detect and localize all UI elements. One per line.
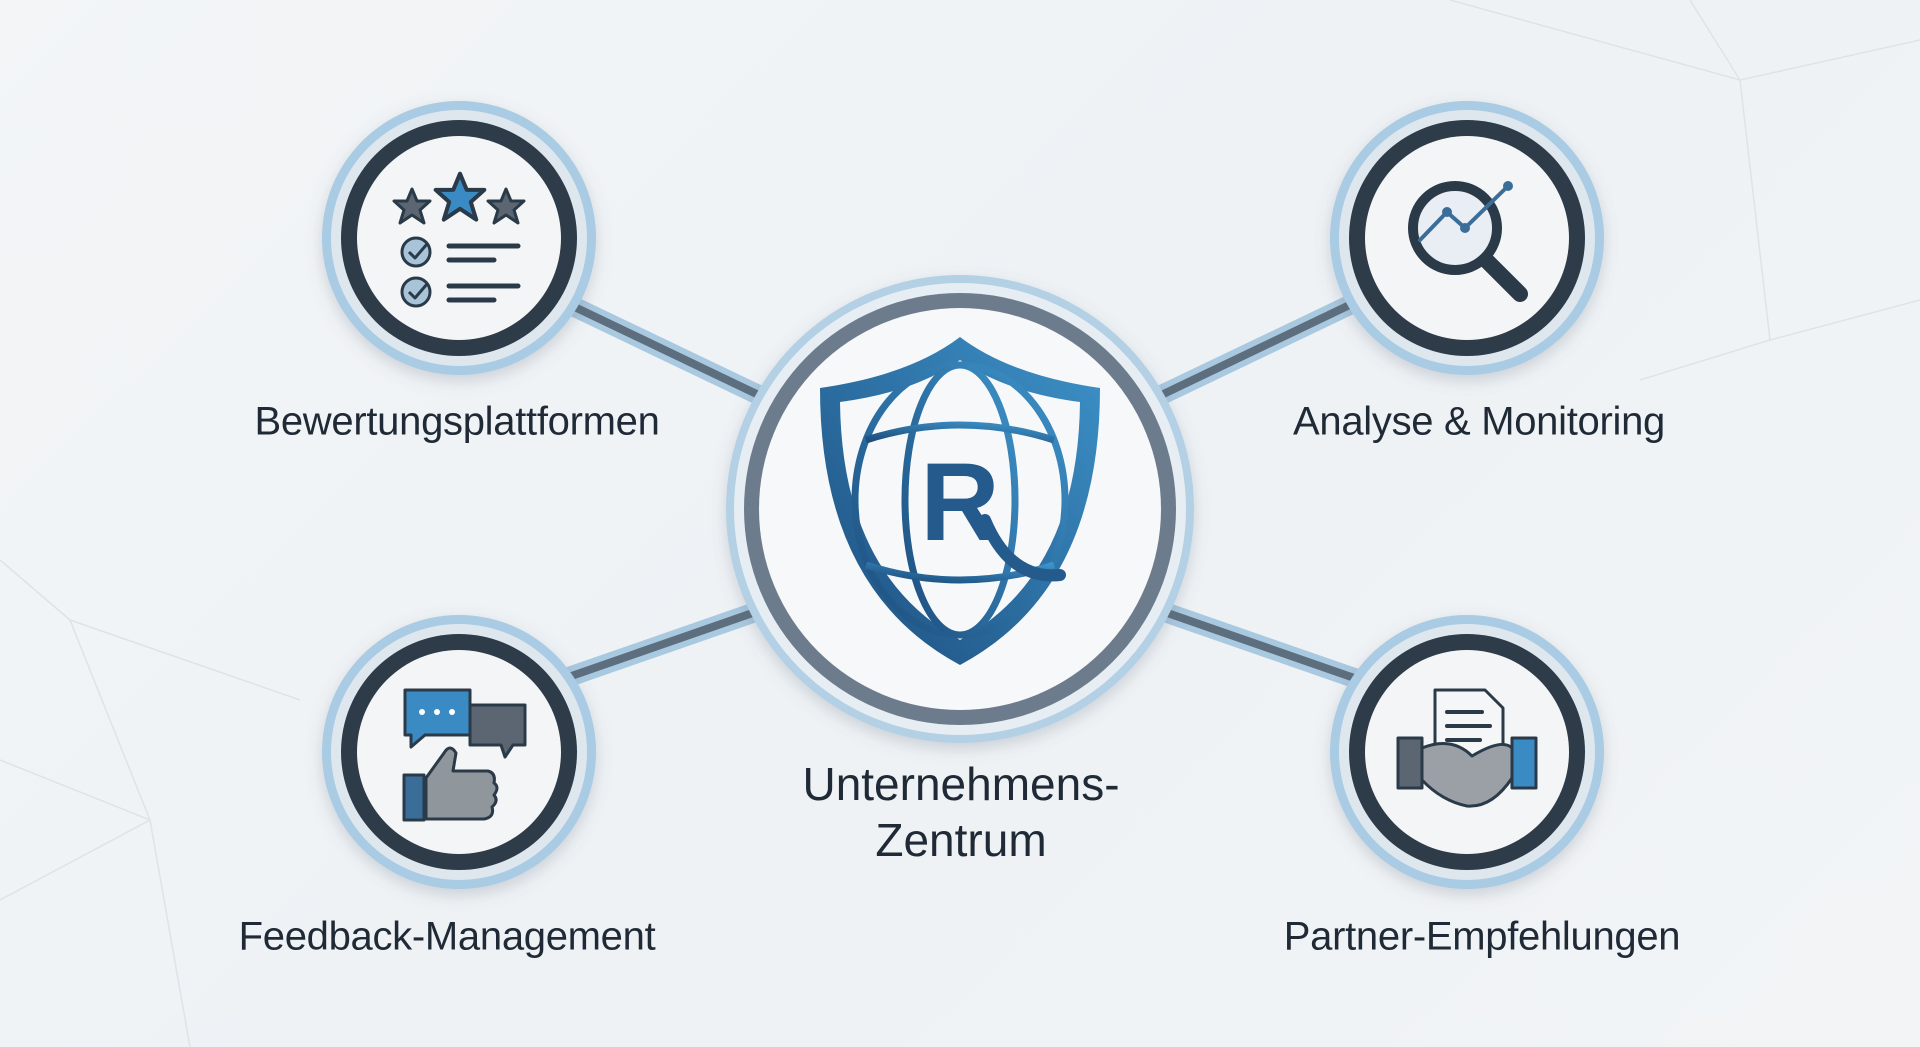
node-label-partners: Partner-Empfehlungen — [1283, 914, 1681, 959]
document-handshake-icon — [1396, 688, 1538, 808]
star-rating-checklist-icon — [392, 171, 526, 308]
chat-thumbs-up-icon — [402, 688, 527, 822]
node-label-analysis: Analyse & Monitoring — [1293, 399, 1665, 444]
logo-letter: R — [920, 441, 999, 564]
shield-globe-logo-icon: R — [820, 337, 1100, 665]
node-label-ratings: Bewertungsplattformen — [254, 399, 660, 444]
center-label: Unternehmens- Zentrum — [802, 756, 1119, 868]
center-label-line2: Zentrum — [875, 814, 1047, 866]
node-circle-feedback[interactable] — [322, 615, 596, 889]
node-label-feedback: Feedback-Management — [238, 914, 656, 959]
center-label-line1: Unternehmens- — [802, 758, 1120, 810]
magnifier-chart-icon — [1408, 181, 1528, 302]
node-circle-ratings[interactable] — [322, 101, 596, 375]
